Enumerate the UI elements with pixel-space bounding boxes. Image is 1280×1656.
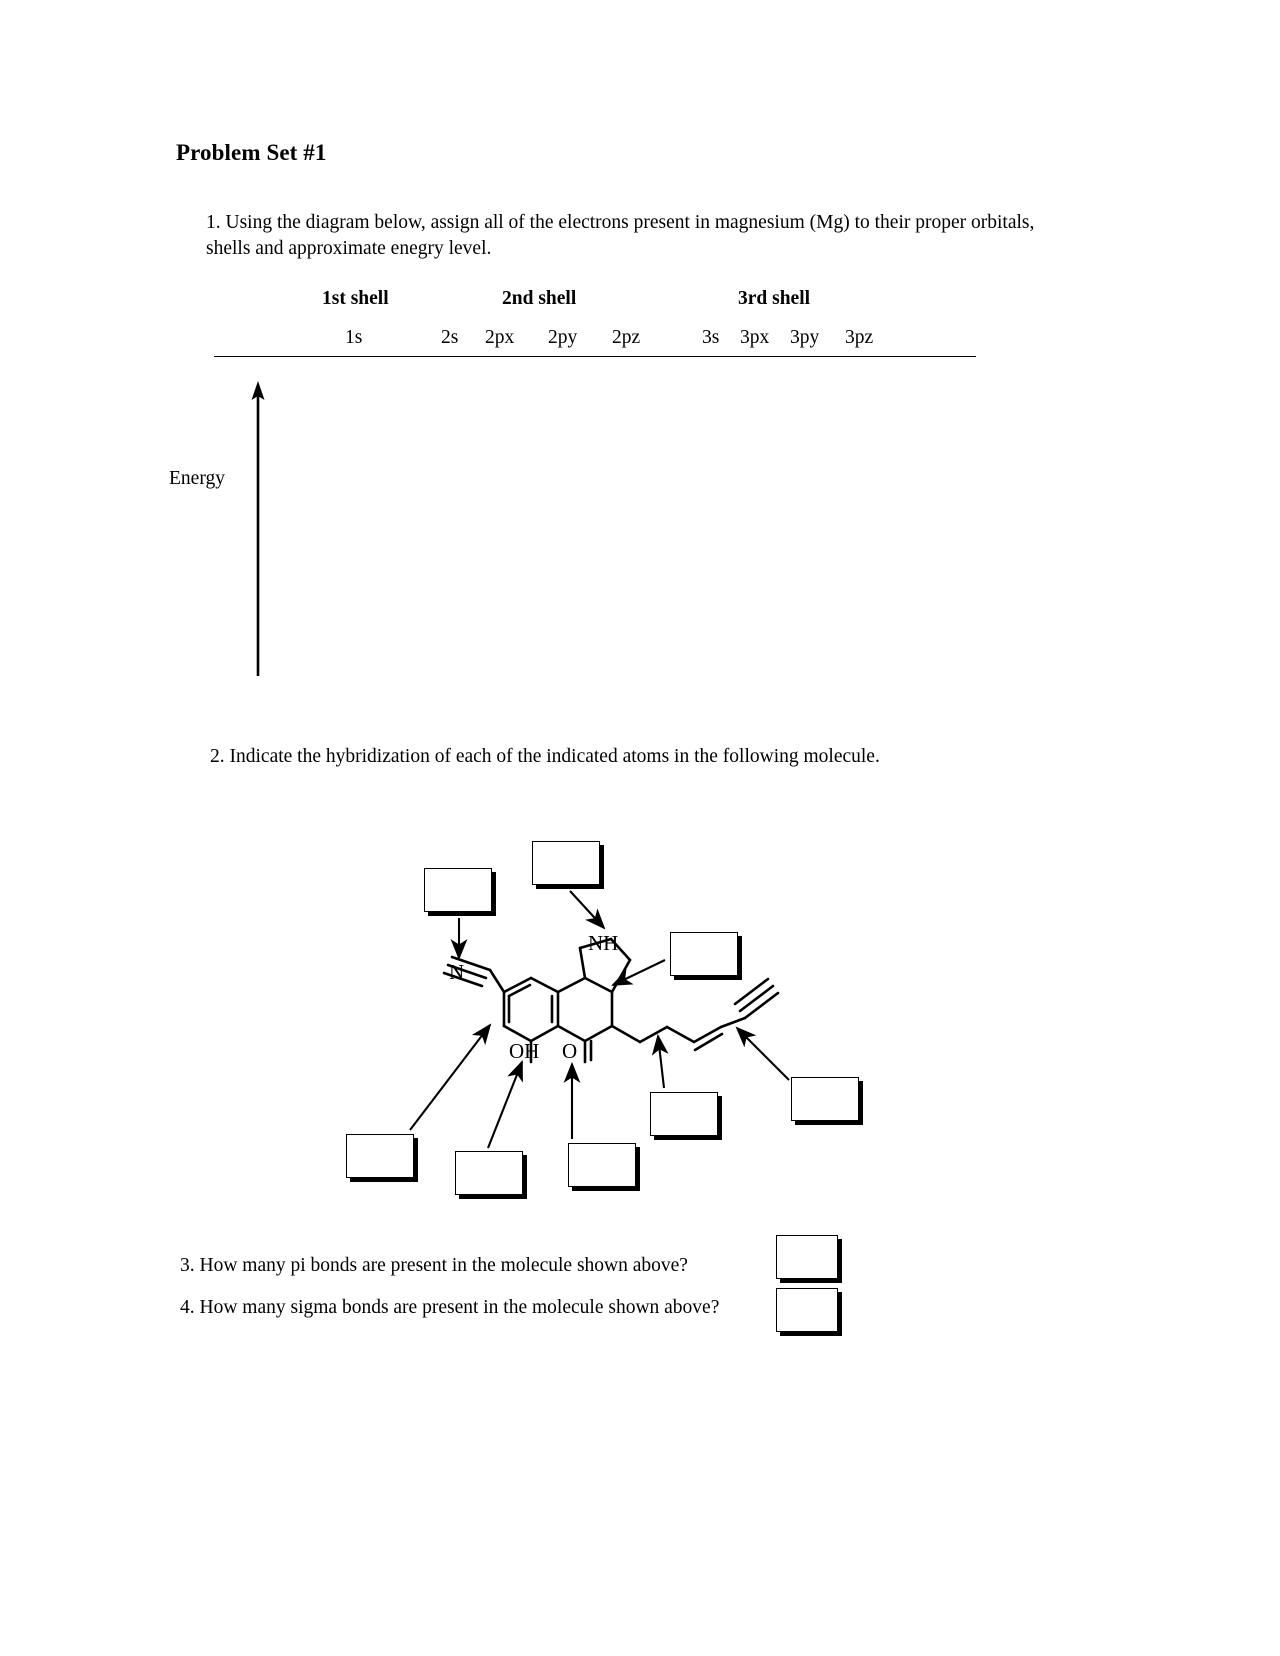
question-1-text: 1. Using the diagram below, assign all o… bbox=[206, 212, 1035, 259]
orbital-label-2pz: 2pz bbox=[612, 327, 641, 348]
answer-box-alkyne[interactable] bbox=[791, 1077, 859, 1121]
orbital-label-2px: 2px bbox=[485, 327, 515, 348]
arrow-to-amine bbox=[569, 890, 606, 930]
question-2-text: 2. Indicate the hybridization of each of… bbox=[210, 746, 880, 767]
atom-label-nitrile-nitrogen: N bbox=[449, 960, 465, 984]
orbital-label-3py: 3py bbox=[790, 327, 820, 348]
orbital-label-2s: 2s bbox=[441, 327, 459, 348]
answer-box-nitrile[interactable] bbox=[424, 868, 492, 912]
answer-box-aromatic[interactable] bbox=[346, 1134, 414, 1178]
shell-header-2: 2nd shell bbox=[502, 288, 577, 309]
answer-box-q4[interactable] bbox=[776, 1288, 838, 1332]
orbital-label-3px: 3px bbox=[740, 327, 770, 348]
question-3-text: 3. How many pi bonds are present in the … bbox=[180, 1255, 688, 1276]
shell-header-1: 1st shell bbox=[322, 288, 389, 309]
answer-box-hydroxyl[interactable] bbox=[455, 1151, 523, 1195]
question-4-text: 4. How many sigma bonds are present in t… bbox=[180, 1297, 720, 1318]
shell-header-3: 3rd shell bbox=[738, 288, 811, 309]
page-title: Problem Set #1 bbox=[176, 140, 327, 165]
answer-box-alkene[interactable] bbox=[650, 1092, 718, 1136]
orbital-label-3pz: 3pz bbox=[845, 327, 874, 348]
answer-box-q3[interactable] bbox=[776, 1235, 838, 1279]
orbital-label-1s: 1s bbox=[345, 327, 363, 348]
orbital-table-rule bbox=[214, 356, 976, 357]
answer-box-ketone[interactable] bbox=[568, 1143, 636, 1187]
energy-axis-arrow bbox=[251, 381, 265, 676]
orbital-label-2py: 2py bbox=[548, 327, 578, 348]
atom-label-amine-nitrogen: NH bbox=[588, 931, 619, 955]
answer-box-ring-ch[interactable] bbox=[670, 932, 738, 976]
energy-axis-label: Energy bbox=[169, 468, 225, 489]
answer-box-amine[interactable] bbox=[532, 841, 600, 885]
molecule-structure bbox=[442, 937, 780, 1064]
orbital-label-3s: 3s bbox=[702, 327, 720, 348]
atom-label-ketone-oxygen: O bbox=[562, 1039, 578, 1063]
atom-label-hydroxyl-oxygen: OH bbox=[509, 1039, 540, 1063]
